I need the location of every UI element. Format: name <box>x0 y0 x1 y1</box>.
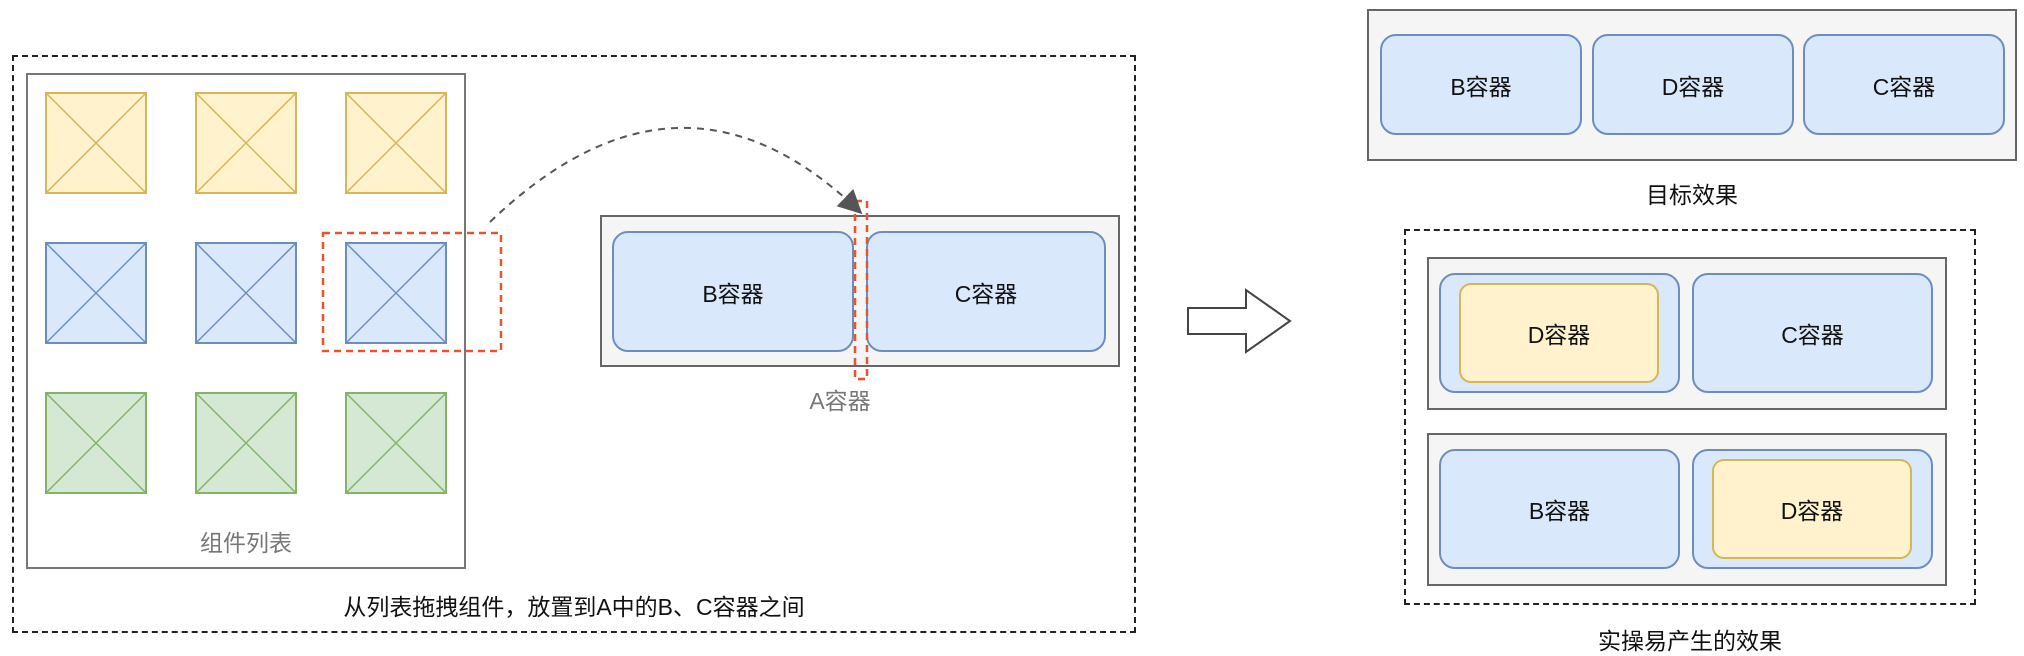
actual-effect-caption: 实操易产生的效果 <box>1598 628 1782 654</box>
component-tile-8[interactable] <box>195 392 297 494</box>
actual-row2-nested-d: D容器 <box>1712 459 1912 559</box>
target-box-d: D容器 <box>1592 34 1794 135</box>
component-tile-6[interactable] <box>345 242 447 344</box>
component-tile-3[interactable] <box>345 92 447 194</box>
component-tiles <box>45 92 447 494</box>
component-tile-2[interactable] <box>195 92 297 194</box>
actual-row2-box-b: B容器 <box>1439 449 1680 569</box>
target-caption: 目标效果 <box>1646 182 1738 208</box>
right-arrow-icon <box>1187 288 1292 354</box>
drag-scenario-frame <box>12 55 1136 633</box>
component-tile-5[interactable] <box>195 242 297 344</box>
drop-position-indicator <box>853 199 869 381</box>
container-b[interactable]: B容器 <box>612 231 854 352</box>
target-box-b: B容器 <box>1380 34 1582 135</box>
drag-path-arrow <box>489 127 863 223</box>
actual-row1-nested-d: D容器 <box>1459 283 1659 383</box>
component-tile-7[interactable] <box>45 392 147 494</box>
target-box-c: C容器 <box>1803 34 2005 135</box>
dragged-tile-highlight <box>321 231 503 353</box>
actual-row1-box-c: C容器 <box>1692 273 1933 393</box>
container-c[interactable]: C容器 <box>866 231 1106 352</box>
drag-scenario-caption: 从列表拖拽组件，放置到A中的B、C容器之间 <box>343 594 805 620</box>
component-list-label: 组件列表 <box>200 530 292 556</box>
component-tile-9[interactable] <box>345 392 447 494</box>
actual-effect-frame <box>1404 229 1976 605</box>
component-tile-1[interactable] <box>45 92 147 194</box>
container-a-label: A容器 <box>809 388 871 414</box>
component-tile-4[interactable] <box>45 242 147 344</box>
